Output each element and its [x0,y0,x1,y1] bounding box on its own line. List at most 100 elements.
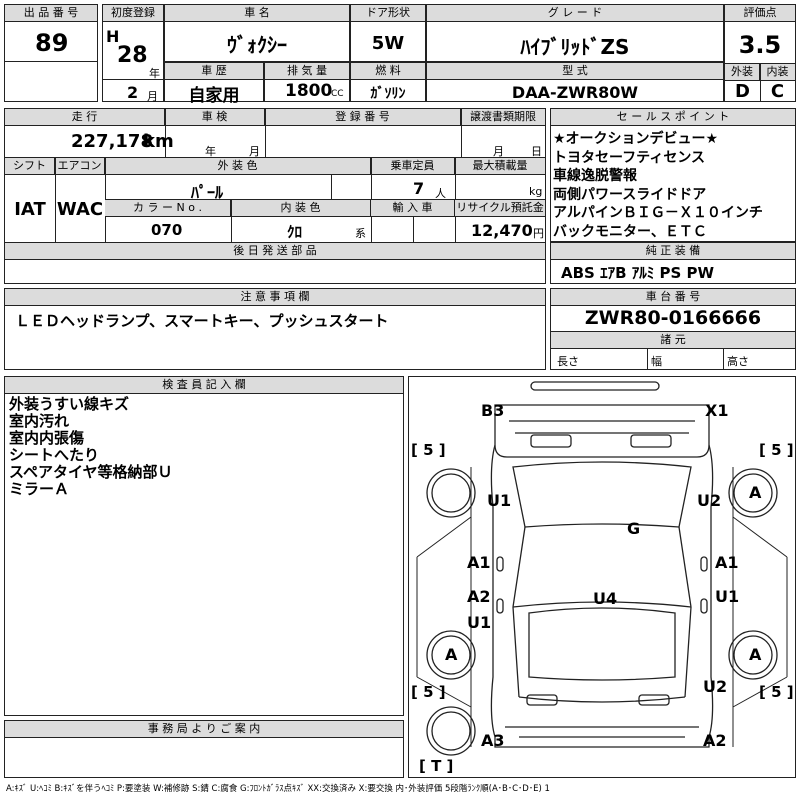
grade: ﾊｲﾌﾞﾘｯﾄﾞZS [520,35,630,59]
equipment-box: 純 正 装 備 ABS ｴｱB ｱﾙﾐ PS PW [550,242,796,284]
lot-box: 出 品 番 号 89 [4,4,98,102]
spare-tire-value: T [431,757,442,775]
inspector-line: 外装うすい線キズ [9,395,130,413]
capacity-label: 乗車定員 [371,158,455,175]
fuel: ｶﾞｿﾘﾝ [370,86,406,102]
import-label: 輸 入 車 [371,200,455,217]
history-box: 車 歴 自家用 [164,62,264,106]
door-label: ドア形状 [351,5,425,22]
reg-year: 28 [117,43,148,68]
equipment-items: ABS ｴｱB ｱﾙﾐ PS PW [561,264,715,282]
damage-x1: X1 [705,401,729,420]
shift: IAT [14,199,46,220]
reg-month: 2 [127,83,139,102]
damage-u2-bottom: U2 [703,677,728,696]
insp-month-unit: 月 [249,145,260,158]
info-grid: 走 行 車 検 登 録 番 号 譲渡書類期限 227,178 km 年 月 月 … [4,108,546,284]
damage-u2-right: U2 [697,491,722,510]
int-grade: C [770,81,785,102]
rank-bracket: [ 5 ] [411,683,446,701]
color-no: 070 [151,221,183,239]
length-label: 長さ [557,355,579,368]
model-label: 型 式 [427,63,723,80]
sales-points-box: セ ー ル ス ポ イ ン ト ★オークションデビュー★ トヨタセーフティセンス… [550,108,796,242]
notes-box: 注 意 事 項 欄 ＬＥＤヘッドランプ、スマートキー、プッシュスタート [4,288,546,370]
insp-year-unit: 年 [205,145,216,158]
door-type: 5W [371,33,405,54]
load-unit: kg [529,185,543,198]
damage-a2-left: A2 [467,587,491,606]
notes-label: 注 意 事 項 欄 [5,289,545,306]
score-label: 評価点 [725,5,795,22]
width-label: 幅 [651,355,662,368]
sales-point-line: トヨタセーフティセンス [553,149,706,166]
ac-label: エアコン [55,158,105,175]
grade-box: グ レ ー ド ﾊｲﾌﾞﾘｯﾄﾞZS [426,4,724,62]
rank-value: 5 [771,441,782,459]
damage-b3: B3 [481,401,505,420]
score: 3.5 [738,31,782,59]
yen-unit: 円 [533,227,544,240]
fuel-label: 燃 料 [351,63,425,80]
equipment-label: 純 正 装 備 [551,243,795,260]
chassis-box: 車 台 番 号 ZWR80-0166666 諸 元 長さ 幅 高さ [550,288,796,370]
inspector-notes: 外装うすい線キズ 室内汚れ 室内内張傷 シートへたり スペアタイヤ等格納部Ｕ ミ… [9,396,173,498]
ext-grade: D [735,81,750,102]
displacement: 1800 [285,81,333,101]
recycle-label: リサイクル預託金 [455,200,545,217]
tire-damage-a: A [445,645,458,664]
recycle: 12,470 [471,221,533,240]
sales-points-label: セ ー ル ス ポ イ ン ト [551,109,795,126]
capacity-unit: 人 [435,187,446,200]
rank-value: 5 [771,683,782,701]
transfer-label: 譲渡書類期限 [461,109,545,126]
inspector-line: ミラーＡ [9,480,70,498]
score-box: 評価点 3.5 外装 内装 D C [724,4,796,102]
cc-unit: CC [331,89,344,99]
inspector-box: 検 査 員 記 入 欄 外装うすい線キズ 室内汚れ 室内内張傷 シートへたり ス… [4,376,404,716]
displacement-label: 排 気 量 [265,63,349,80]
damage-u4: U4 [593,589,618,608]
later-parts-label: 後 日 発 送 部 品 [5,243,545,260]
car-name-label: 車 名 [165,5,349,22]
capacity: 7 [413,179,425,198]
notes-text: ＬＥＤヘッドランプ、スマートキー、プッシュスタート [15,312,389,330]
inspector-line: シートへたり [9,446,100,464]
inspector-line: 室内内張傷 [9,429,85,447]
damage-a3: A3 [481,731,505,750]
lot-label: 出 品 番 号 [5,5,97,22]
damage-g: G [627,519,641,538]
chassis-number: ZWR80-0166666 [584,307,762,329]
sales-point-line: バックモニター、ＥＴＣ [553,223,707,240]
dims-label: 諸 元 [551,332,795,349]
rank-value: 5 [423,441,434,459]
rank-value: 5 [423,683,434,701]
model-box: 型 式 DAA-ZWR80W [426,62,724,102]
sales-point-line: 両側パワースライドドア [553,186,707,203]
ac: WAC [56,199,104,220]
office-label: 事 務 局 よ り ご 案 内 [5,721,403,738]
car-outline-drawing [416,381,788,756]
int-label: 内装 [760,64,795,81]
legend: A:ｷｽﾞ U:ﾍｺﾐ B:ｷｽﾞを伴うﾍｺﾐ P:要塗装 W:補修跡 S:錆 … [6,784,550,794]
rank-bracket: [ 5 ] [411,441,446,459]
era: H [106,27,120,46]
car-name: ｳﾞｫｸｼｰ [227,33,287,57]
transfer-day-unit: 日 [531,145,542,158]
model: DAA-ZWR80W [511,83,639,102]
rank-bracket: [ 5 ] [759,441,794,459]
lot-number: 89 [35,29,69,57]
damage-u1-left: U1 [487,491,512,510]
inspection-label: 車 検 [165,109,265,126]
int-color-label: 内 装 色 [231,200,371,217]
km-unit: km [143,131,174,152]
spare-tire-bracket: [ T ] [419,757,454,775]
car-diagram: B3 X1 [ 5 ] [ 5 ] U1 U2 A G A1 A1 A2 U4 … [408,376,796,778]
office-box: 事 務 局 よ り ご 案 内 [4,720,404,778]
sales-point-line: 車線逸脱警報 [553,168,637,184]
sales-point-line: アルパインＢＩＧ－Ｘ１０インチ [553,205,763,221]
color-no-label: カ ラ ー N o . [105,200,231,217]
damage-u1-right: U1 [715,587,740,606]
damage-a1-right: A1 [715,553,739,572]
chassis-label: 車 台 番 号 [551,289,795,306]
